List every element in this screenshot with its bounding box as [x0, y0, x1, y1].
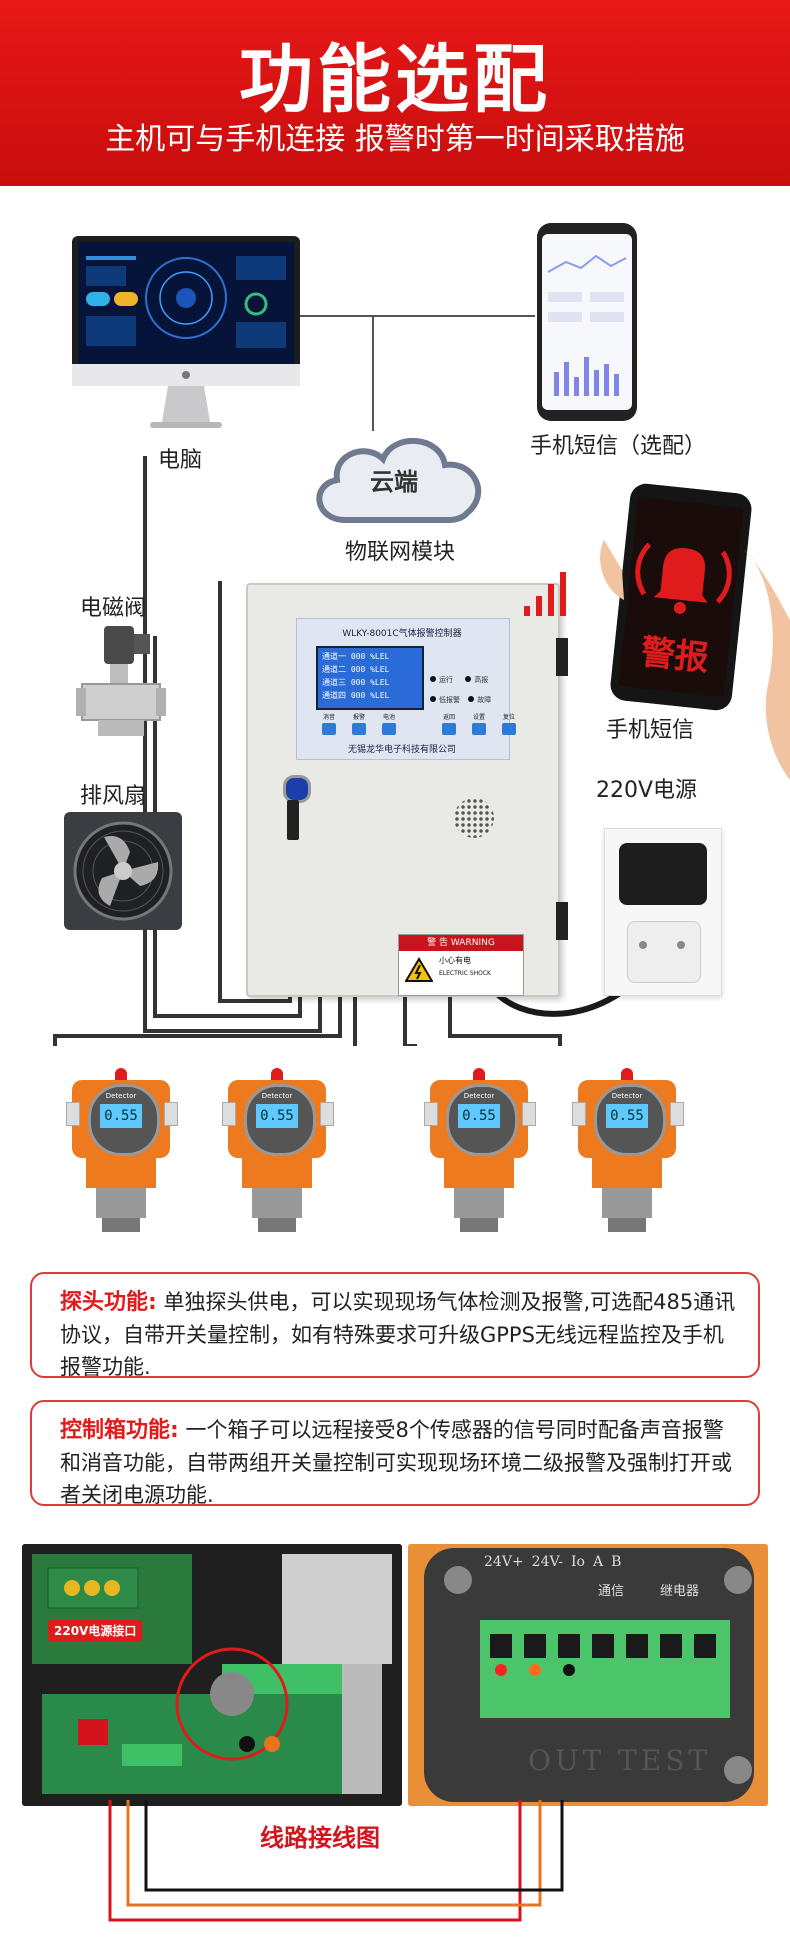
channel-row: 通道二 000 %LEL	[322, 665, 390, 674]
wiring-diagram-caption: 线路接线图	[260, 1824, 380, 1852]
gas-detector: Detector 0.55	[222, 1068, 334, 1236]
controller-button[interactable]: 报警	[348, 712, 370, 735]
controller-channel-list: 通道一 000 %LEL 通道二 000 %LEL 通道三 000 %LEL 通…	[322, 650, 389, 702]
power-socket	[604, 828, 722, 996]
power-220v-label: 220V电源	[596, 778, 698, 803]
detector-reading: 0.55	[100, 1104, 142, 1128]
controller-button[interactable]: 设置	[468, 712, 490, 735]
probe-function-heading: 探头功能:	[60, 1290, 157, 1315]
detector-reading: 0.55	[606, 1104, 648, 1128]
controller-button[interactable]: 消音	[318, 712, 340, 735]
iot-module-label: 物联网模块	[345, 540, 456, 565]
control-box-heading: 控制箱功能:	[60, 1418, 179, 1443]
detector-terminal-photo: 24V+ 24V- Io A B 通信 继电器 OUT TEST	[408, 1544, 768, 1806]
phone-top	[536, 222, 638, 422]
gas-detector: Detector 0.55	[66, 1068, 178, 1236]
terminal-labels: 24V+ 24V- Io A B	[484, 1554, 622, 1570]
computer-monitor	[72, 236, 300, 428]
hinge-icon	[556, 902, 568, 940]
controller-indicators: 运行 高报 低报警 故障	[430, 670, 491, 710]
key-lock-icon	[283, 775, 311, 803]
comm-label: 通信	[598, 1584, 625, 1599]
gas-detector: Detector 0.55	[572, 1068, 684, 1236]
phone-sms-label: 手机短信	[606, 718, 695, 743]
cloud-label: 云端	[370, 468, 418, 496]
channel-row: 通道一 000 %LEL	[322, 652, 390, 661]
gas-detector: Detector 0.55	[424, 1068, 536, 1236]
channel-row: 通道三 000 %LEL	[322, 678, 390, 687]
detector-row: Detector 0.55 Detector 0.55 Detector 0.5…	[0, 1068, 790, 1236]
controller-button[interactable]: 返回	[438, 712, 460, 735]
power-port-label: 220V电源接口	[48, 1620, 143, 1641]
probe-function-text: 单独探头供电，可以实现现场气体检测及报警,可选配485通讯协议，自带开关量控制，…	[60, 1290, 736, 1379]
page-subtitle: 主机可与手机连接 报警时第一时间采取措施	[105, 122, 685, 157]
detector-reading: 0.55	[256, 1104, 298, 1128]
exhaust-fan-icon	[64, 812, 182, 930]
wiring-lines	[108, 1800, 564, 1922]
control-box-function-box: 控制箱功能: 一个箱子可以远程接受8个传感器的信号同时配备声音报警和消音功能，自…	[30, 1400, 760, 1507]
controller-board-photo: 220V电源接口	[22, 1544, 402, 1806]
speaker-grille-icon	[454, 798, 494, 838]
controller-company: 无锡龙华电子科技有限公司	[347, 745, 456, 755]
page-title: 功能选配	[239, 37, 551, 123]
control-box-text: 一个箱子可以远程接受8个传感器的信号同时配备声音报警和消音功能，自带两组开关量控…	[60, 1418, 732, 1507]
warning-sign: 警 告 WARNING 小心有电 ELECTRIC SHOCK	[398, 934, 524, 996]
controller-button[interactable]: 复位	[498, 712, 520, 735]
detector-reading: 0.55	[458, 1104, 500, 1128]
controller-button-row: 消音 报警 电池 返回 设置 复位	[318, 712, 520, 735]
computer-label: 电脑	[158, 448, 203, 473]
solenoid-valve-label: 电磁阀	[80, 596, 147, 621]
controller-button[interactable]: 电池	[378, 712, 400, 735]
out-test-label: OUT TEST	[528, 1744, 712, 1777]
cloud-icon	[305, 425, 495, 530]
phone-sms-optional-label: 手机短信（选配）	[530, 434, 707, 459]
relay-label: 继电器	[660, 1584, 700, 1599]
channel-row: 通道四 000 %LEL	[322, 691, 390, 700]
header-banner	[0, 0, 790, 186]
controller-model-title: WLKY-8001C气体报警控制器	[342, 629, 462, 639]
hand-icon	[600, 540, 790, 780]
alarm-phone: 警报	[608, 482, 754, 712]
exhaust-fan-label: 排风扇	[80, 784, 147, 809]
hinge-icon	[556, 638, 568, 676]
controller-lcd	[316, 646, 424, 710]
key-icon	[287, 800, 299, 840]
probe-function-box: 探头功能: 单独探头供电，可以实现现场气体检测及报警,可选配485通讯协议，自带…	[30, 1272, 760, 1379]
signal-icon	[524, 572, 566, 616]
solenoid-valve-icon	[76, 620, 166, 740]
